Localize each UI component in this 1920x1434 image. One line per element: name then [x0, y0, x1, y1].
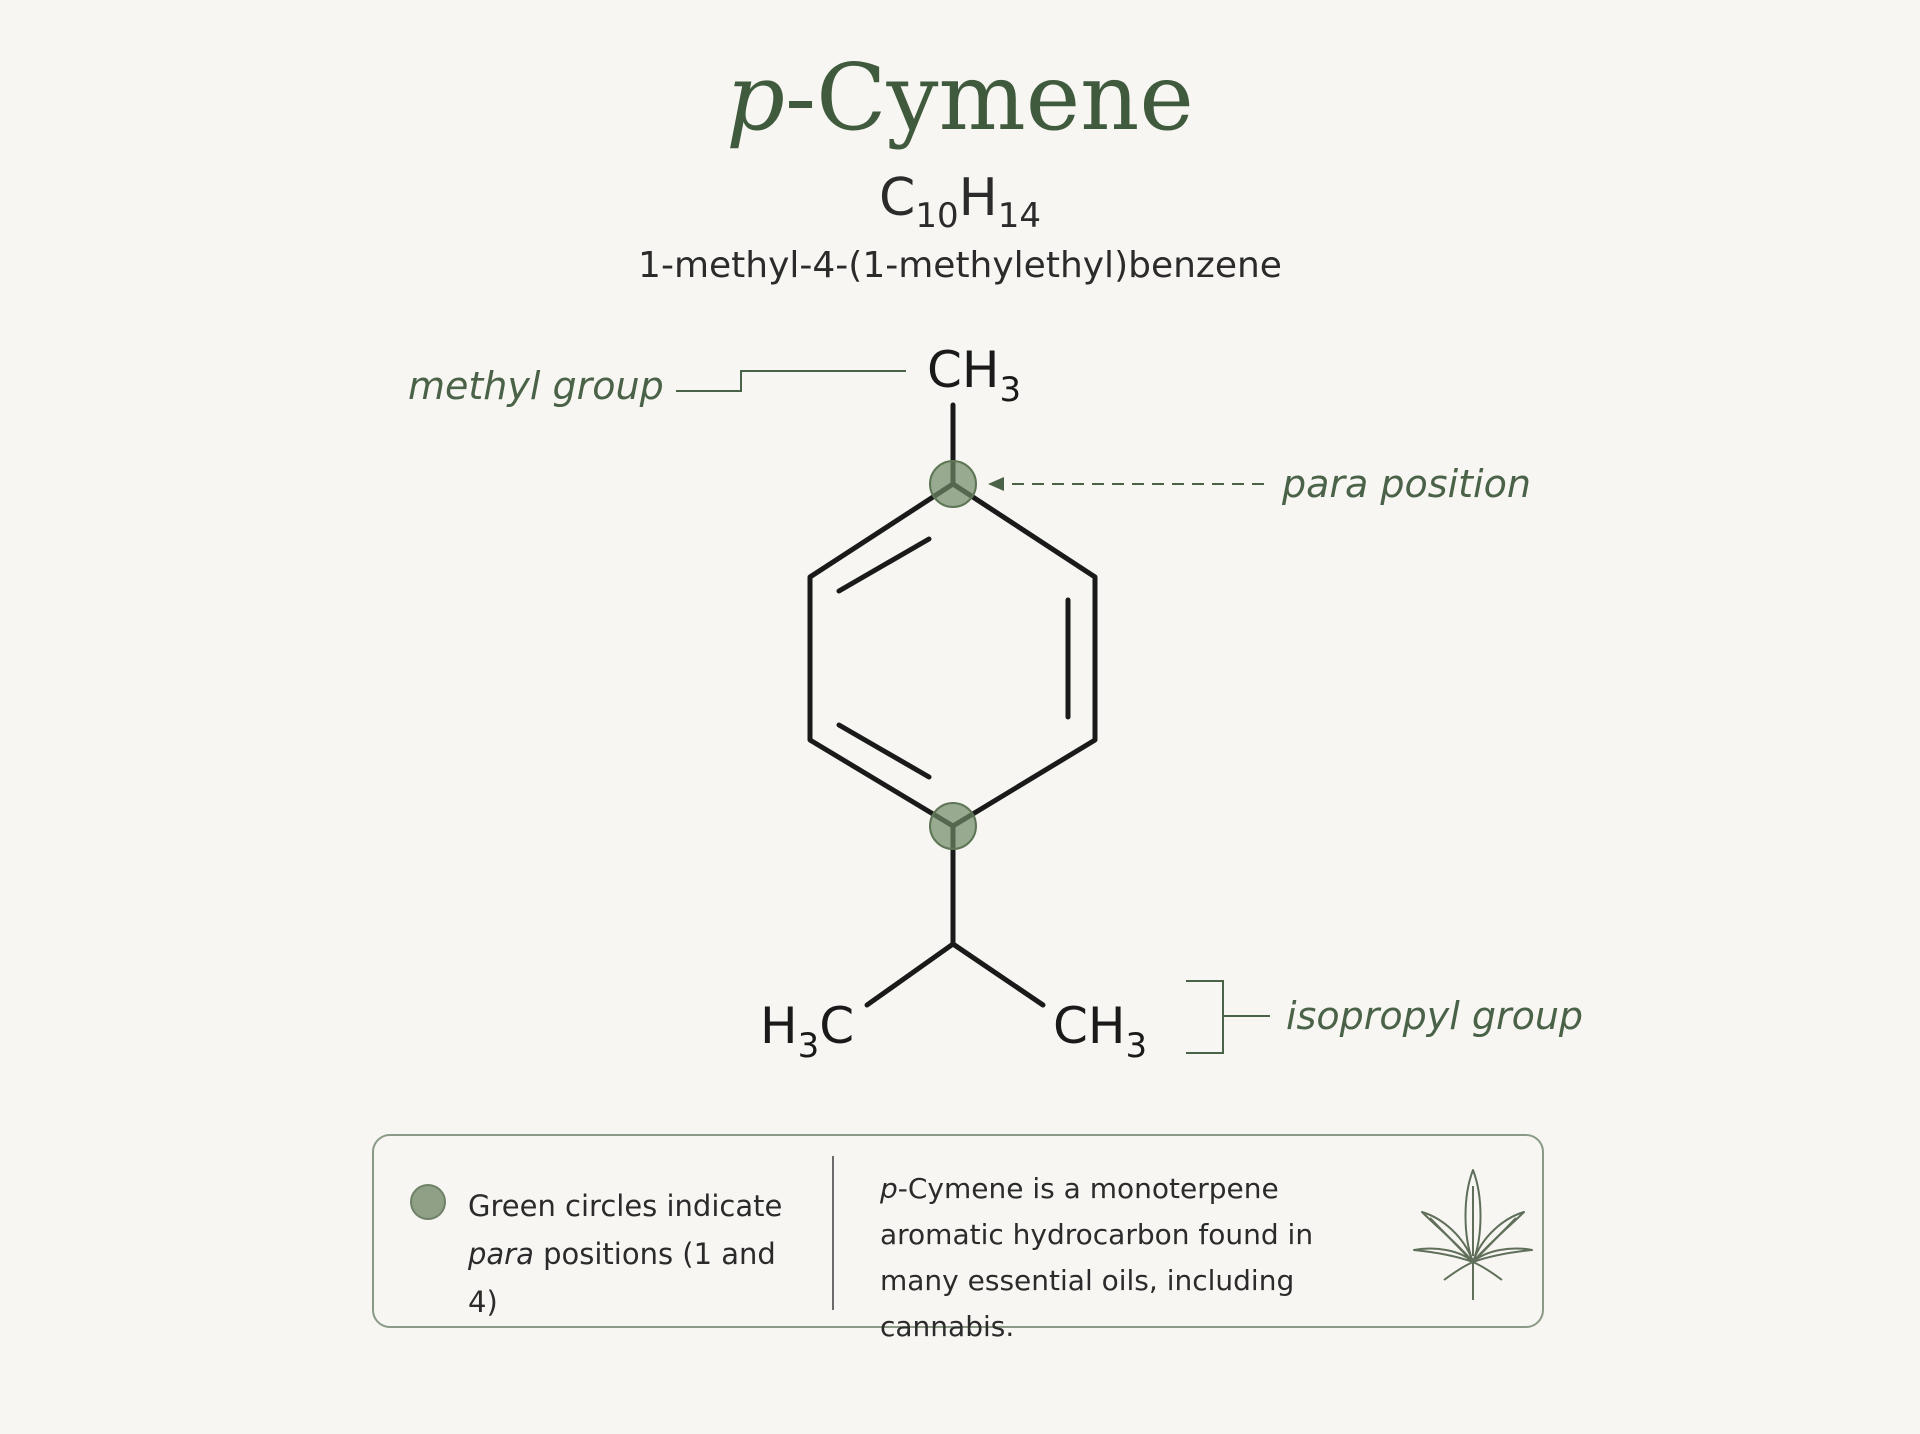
iupac-name: 1-methyl-4-(1-methylethyl)benzene [638, 245, 1282, 286]
benzene-ring [807, 481, 1098, 829]
left-methyl-label: H3C [760, 997, 854, 1066]
para-marker-bottom [929, 802, 977, 850]
title-rest: -Cymene [785, 44, 1194, 151]
top-methyl-label: CH3 [927, 341, 1021, 410]
info-box: Green circles indicate para positions (1… [372, 1134, 1544, 1343]
isopropyl-left-bond [864, 941, 956, 1008]
cannabis-leaf-icon [1413, 1169, 1533, 1300]
title-prefix: p [726, 44, 786, 151]
info-divider [832, 1156, 834, 1310]
legend-text: Green circles indicate para positions (1… [468, 1189, 783, 1319]
molecular-formula: C10H14 [0, 172, 1920, 233]
formula-hydrogen-count: 14 [997, 196, 1041, 236]
right-methyl-label: CH3 [1053, 997, 1147, 1066]
methyl-callout-line [676, 370, 906, 392]
para-marker-top [929, 460, 977, 508]
formula-carbon-count: 10 [915, 196, 959, 236]
isopropyl-group-label: isopropyl group [1286, 994, 1583, 1038]
legend-dot-icon [410, 1184, 446, 1220]
formula-carbon: C [879, 168, 916, 228]
page-title: p-Cymene [0, 52, 1920, 144]
double-bond-upper-left [836, 536, 932, 594]
double-bond-lower-left [836, 722, 932, 780]
methyl-group-label: methyl group [408, 364, 664, 408]
isopropyl-bracket [1186, 980, 1224, 1054]
para-callout-arrow-icon [988, 477, 1004, 491]
para-position-label: para position [1281, 462, 1531, 506]
isopropyl-right-bond [950, 941, 1046, 1008]
formula-hydrogen: H [958, 168, 998, 228]
description-text: p-Cymene is a monoterpene aromatic hydro… [880, 1172, 1314, 1343]
